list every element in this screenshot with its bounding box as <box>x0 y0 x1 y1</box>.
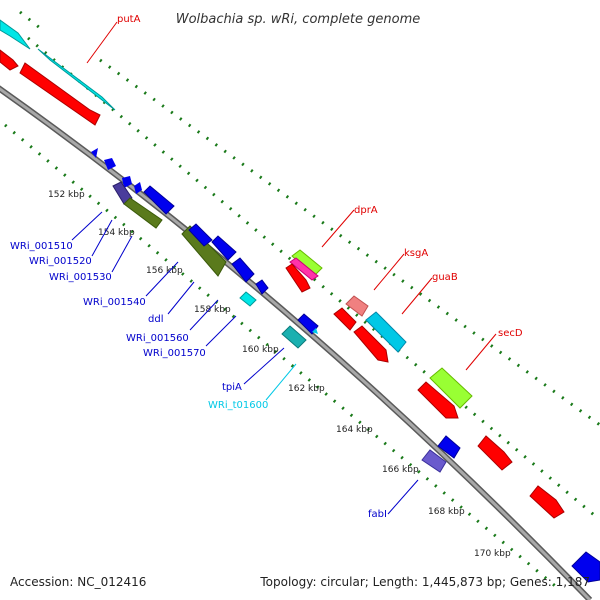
outer-dotted-guide-3 <box>19 10 46 34</box>
feature-blue-small[interactable] <box>91 148 142 194</box>
feature-fabI[interactable] <box>421 449 447 473</box>
feature-WRi_001570-b[interactable] <box>255 279 269 295</box>
gene-label-WRi_t01600[interactable]: WRi_t01600 <box>208 400 268 411</box>
feature-ksgA[interactable] <box>345 295 369 317</box>
feature-red-guaB-region[interactable] <box>353 325 389 363</box>
tick-160kbp: 160 kbp <box>242 345 279 355</box>
feature-blue-corner[interactable] <box>571 551 600 583</box>
map-title: Wolbachia sp. wRi, complete genome <box>176 12 421 27</box>
tick-158kbp: 158 kbp <box>194 305 231 315</box>
WRi_001570-leader <box>205 315 237 347</box>
tpiA-leader <box>243 347 285 385</box>
ksgA-leader <box>373 253 405 291</box>
WRi_t01600-leader <box>265 363 297 401</box>
feature-WRi_001530[interactable] <box>143 185 175 215</box>
feature-WRi_t01600[interactable] <box>312 328 318 334</box>
gene-label-putA[interactable]: putA <box>117 14 141 25</box>
tick-156kbp: 156 kbp <box>146 266 183 276</box>
feature-blue-fabI-region[interactable] <box>437 435 461 459</box>
gene-label-ksgA[interactable]: ksgA <box>404 248 428 259</box>
gene-label-fabI[interactable]: fabI <box>368 509 387 520</box>
feature-WRi_001510[interactable] <box>112 181 133 205</box>
feature-WRi_001560[interactable] <box>211 235 237 261</box>
dprA-leader <box>321 209 355 248</box>
feature-dprA[interactable] <box>285 249 323 293</box>
WRi_001530-leader <box>111 235 133 273</box>
WRi_001520-leader <box>91 219 113 257</box>
feature-tpiA[interactable] <box>281 325 307 349</box>
gene-label-WRi_001540[interactable]: WRi_001540 <box>83 297 146 308</box>
tick-168kbp: 168 kbp <box>428 507 465 517</box>
gene-label-tpiA[interactable]: tpiA <box>222 382 242 393</box>
putA-leader <box>86 21 118 64</box>
gene-label-WRi_001560[interactable]: WRi_001560 <box>126 333 189 344</box>
feature-blue-161[interactable] <box>297 313 319 335</box>
guaB-leader <box>401 277 433 315</box>
gene-label-dprA[interactable]: dprA <box>354 205 378 216</box>
feature-red-ksgA-region[interactable] <box>333 307 357 331</box>
feature-red-secD-region[interactable] <box>417 381 459 419</box>
genome-summary-text: Topology: circular; Length: 1,445,873 bp… <box>259 575 590 589</box>
fabI-leader <box>387 479 419 515</box>
WRi_001540-leader <box>145 261 179 297</box>
feature-red-outer-b[interactable] <box>529 485 565 519</box>
feature-cyan-small[interactable] <box>239 291 257 307</box>
feature-WRi_001570-a[interactable] <box>231 257 255 283</box>
feature-red-putA-region[interactable] <box>0 49 101 126</box>
genome-backbone-highlight <box>0 87 592 600</box>
WRi_001560-leader <box>189 299 219 331</box>
tick-164kbp: 164 kbp <box>336 425 373 435</box>
ddl-leader <box>167 281 195 315</box>
feature-WRi_001520[interactable] <box>123 197 163 229</box>
feature-cyan-putA-region[interactable] <box>0 19 116 111</box>
feature-red-outer-a[interactable] <box>477 435 513 471</box>
WRi_001510-leader <box>71 211 103 241</box>
tick-154kbp: 154 kbp <box>98 228 135 238</box>
secD-leader <box>465 333 497 371</box>
gene-label-WRi_001570[interactable]: WRi_001570 <box>143 348 206 359</box>
gene-label-WRi_001530[interactable]: WRi_001530 <box>49 272 112 283</box>
feature-WRi_001540[interactable] <box>188 223 213 247</box>
feature-ddl[interactable] <box>181 225 227 277</box>
tick-170kbp: 170 kbp <box>474 549 511 559</box>
tick-162kbp: 162 kbp <box>288 384 325 394</box>
feature-secD[interactable] <box>429 367 473 409</box>
gene-label-guaB[interactable]: guaB <box>432 272 458 283</box>
tick-152kbp: 152 kbp <box>48 190 85 200</box>
gene-label-WRi_001520[interactable]: WRi_001520 <box>29 256 92 267</box>
gene-label-ddl[interactable]: ddl <box>148 314 163 325</box>
feature-guaB[interactable] <box>365 311 407 353</box>
gene-label-WRi_001510[interactable]: WRi_001510 <box>10 241 73 252</box>
gene-label-secD[interactable]: secD <box>498 328 523 339</box>
accession-text: Accession: NC_012416 <box>10 575 146 589</box>
tick-166kbp: 166 kbp <box>382 465 419 475</box>
outer-dotted-guide-2 <box>99 58 600 427</box>
